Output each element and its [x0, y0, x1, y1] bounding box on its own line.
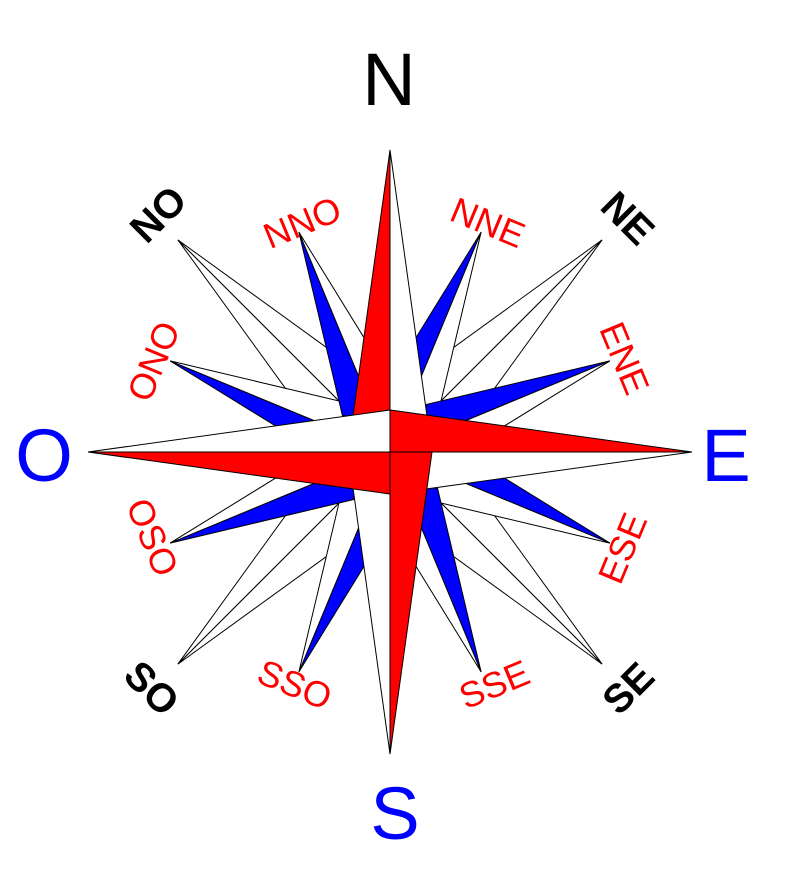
cardinal-point-2-left	[390, 452, 432, 754]
label-south: S	[370, 772, 419, 855]
label-ene: ENE	[591, 316, 657, 400]
cardinal-point-1-right	[390, 452, 692, 494]
label-sso: SSO	[252, 651, 338, 718]
cardinal-point-0-left	[348, 150, 390, 452]
label-west: O	[15, 414, 73, 497]
label-oso: OSO	[118, 492, 186, 582]
cardinal-point-1-left	[390, 410, 692, 452]
label-east: E	[701, 414, 750, 497]
label-southwest: SO	[115, 653, 187, 725]
label-northeast: NE	[592, 184, 662, 254]
cardinal-point-3-right	[88, 410, 390, 452]
cardinal-point-3-left	[88, 452, 390, 494]
label-ese: ESE	[590, 507, 655, 589]
cardinal-point-2-right	[348, 452, 390, 754]
label-ono: ONO	[119, 315, 188, 406]
label-nne: NNE	[445, 189, 531, 256]
label-north: N	[362, 38, 415, 121]
label-southeast: SE	[594, 654, 663, 723]
label-sse: SSE	[453, 652, 535, 717]
cardinal-point-0-right	[390, 150, 432, 452]
label-northwest: NO	[122, 178, 196, 252]
